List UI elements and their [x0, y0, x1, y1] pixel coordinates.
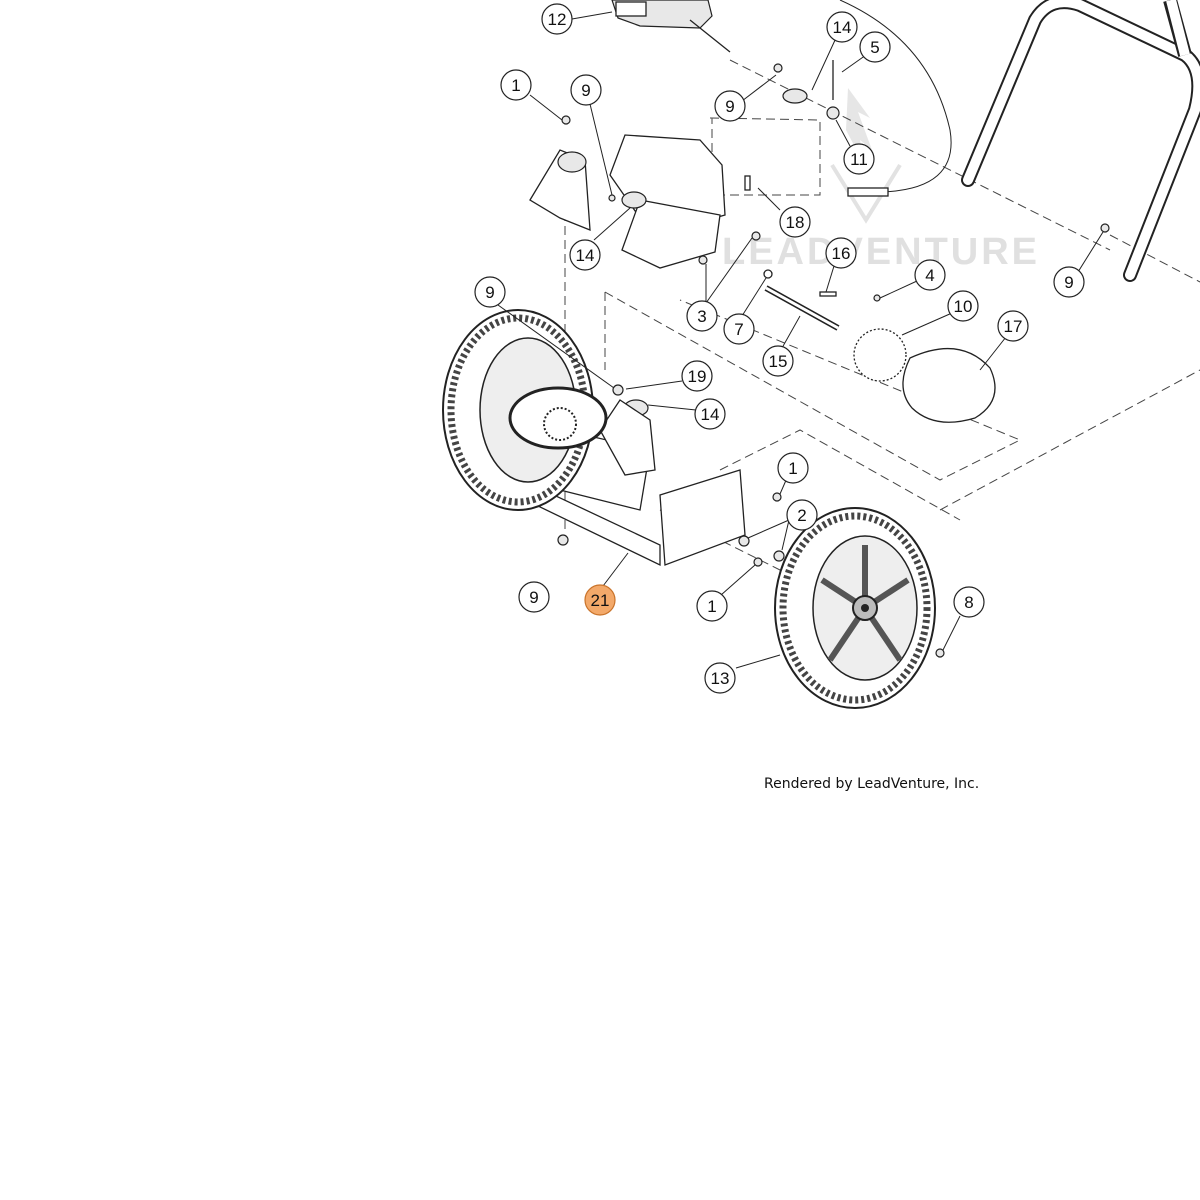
callout-label: 1	[707, 597, 716, 616]
callout[interactable]: 18	[779, 206, 811, 238]
callout-label: 18	[786, 213, 805, 232]
callout-label: 9	[529, 588, 538, 607]
callout[interactable]: 14	[826, 11, 858, 43]
watermark: LEADVENTURE	[722, 88, 1040, 273]
callout[interactable]: 11	[843, 143, 875, 175]
handle-part	[961, 0, 1200, 282]
callout[interactable]: 1	[696, 590, 728, 622]
callout[interactable]: 14	[694, 398, 726, 430]
callout-label: 10	[954, 297, 973, 316]
callout-label: 8	[964, 593, 973, 612]
callout[interactable]: 3	[686, 300, 718, 332]
callout-label: 3	[697, 307, 706, 326]
callout[interactable]: 16	[825, 237, 857, 269]
axle-part	[764, 285, 840, 331]
callout[interactable]: 9	[1053, 266, 1085, 298]
cable-end	[847, 187, 889, 197]
callout-label: 9	[725, 97, 734, 116]
callout[interactable]: 10	[947, 290, 979, 322]
watermark-text: LEADVENTURE	[722, 231, 1040, 273]
callout-label: 14	[833, 18, 852, 37]
callout[interactable]: 9	[570, 74, 602, 106]
callout-label: 19	[688, 367, 707, 386]
callout[interactable]: 13	[704, 662, 736, 694]
leader-lines	[497, 11, 1104, 669]
callout-label: 16	[832, 244, 851, 263]
belt-part	[902, 347, 996, 423]
callout-highlighted[interactable]: 21	[584, 584, 616, 616]
callout[interactable]: 19	[681, 360, 713, 392]
callout[interactable]: 17	[997, 310, 1029, 342]
callout[interactable]: 12	[541, 3, 573, 35]
control-cable	[839, 0, 952, 193]
callout[interactable]: 15	[762, 345, 794, 377]
fasteners	[557, 60, 1110, 658]
callout[interactable]: 1	[777, 452, 809, 484]
callout-label: 12	[548, 10, 567, 29]
callout[interactable]: 8	[953, 586, 985, 618]
callout-label: 2	[797, 506, 806, 525]
callout-label: 1	[511, 76, 520, 95]
callout-label: 7	[734, 320, 743, 339]
sprocket-part	[853, 328, 907, 382]
callout[interactable]: 14	[569, 239, 601, 271]
callout-label: 4	[925, 266, 934, 285]
callout-label: 13	[711, 669, 730, 688]
callout-label: 5	[870, 38, 879, 57]
callout-label: 9	[581, 81, 590, 100]
wheel-left-part	[442, 309, 608, 511]
wheel-right-part	[774, 507, 936, 709]
engine-part	[611, 0, 731, 53]
callout[interactable]: 4	[914, 259, 946, 291]
callout-label: 9	[1064, 273, 1073, 292]
callout[interactable]: 5	[859, 31, 891, 63]
credit-text: Rendered by LeadVenture, Inc.	[764, 776, 980, 792]
upper-bracket-part	[529, 115, 726, 269]
callout[interactable]: 9	[714, 90, 746, 122]
callout[interactable]: 1	[500, 69, 532, 101]
callout-label: 1	[788, 459, 797, 478]
callout-label: 15	[769, 352, 788, 371]
callout[interactable]: 9	[474, 276, 506, 308]
callout-label: 9	[485, 283, 494, 302]
callout-label: 11	[850, 150, 868, 169]
callout-label: 21	[591, 591, 610, 610]
callout[interactable]: 7	[723, 313, 755, 345]
callout-label: 14	[701, 405, 720, 424]
callout-label: 17	[1004, 317, 1023, 336]
callout[interactable]: 2	[786, 499, 818, 531]
callout-label: 14	[576, 246, 595, 265]
callout[interactable]: 9	[518, 581, 550, 613]
